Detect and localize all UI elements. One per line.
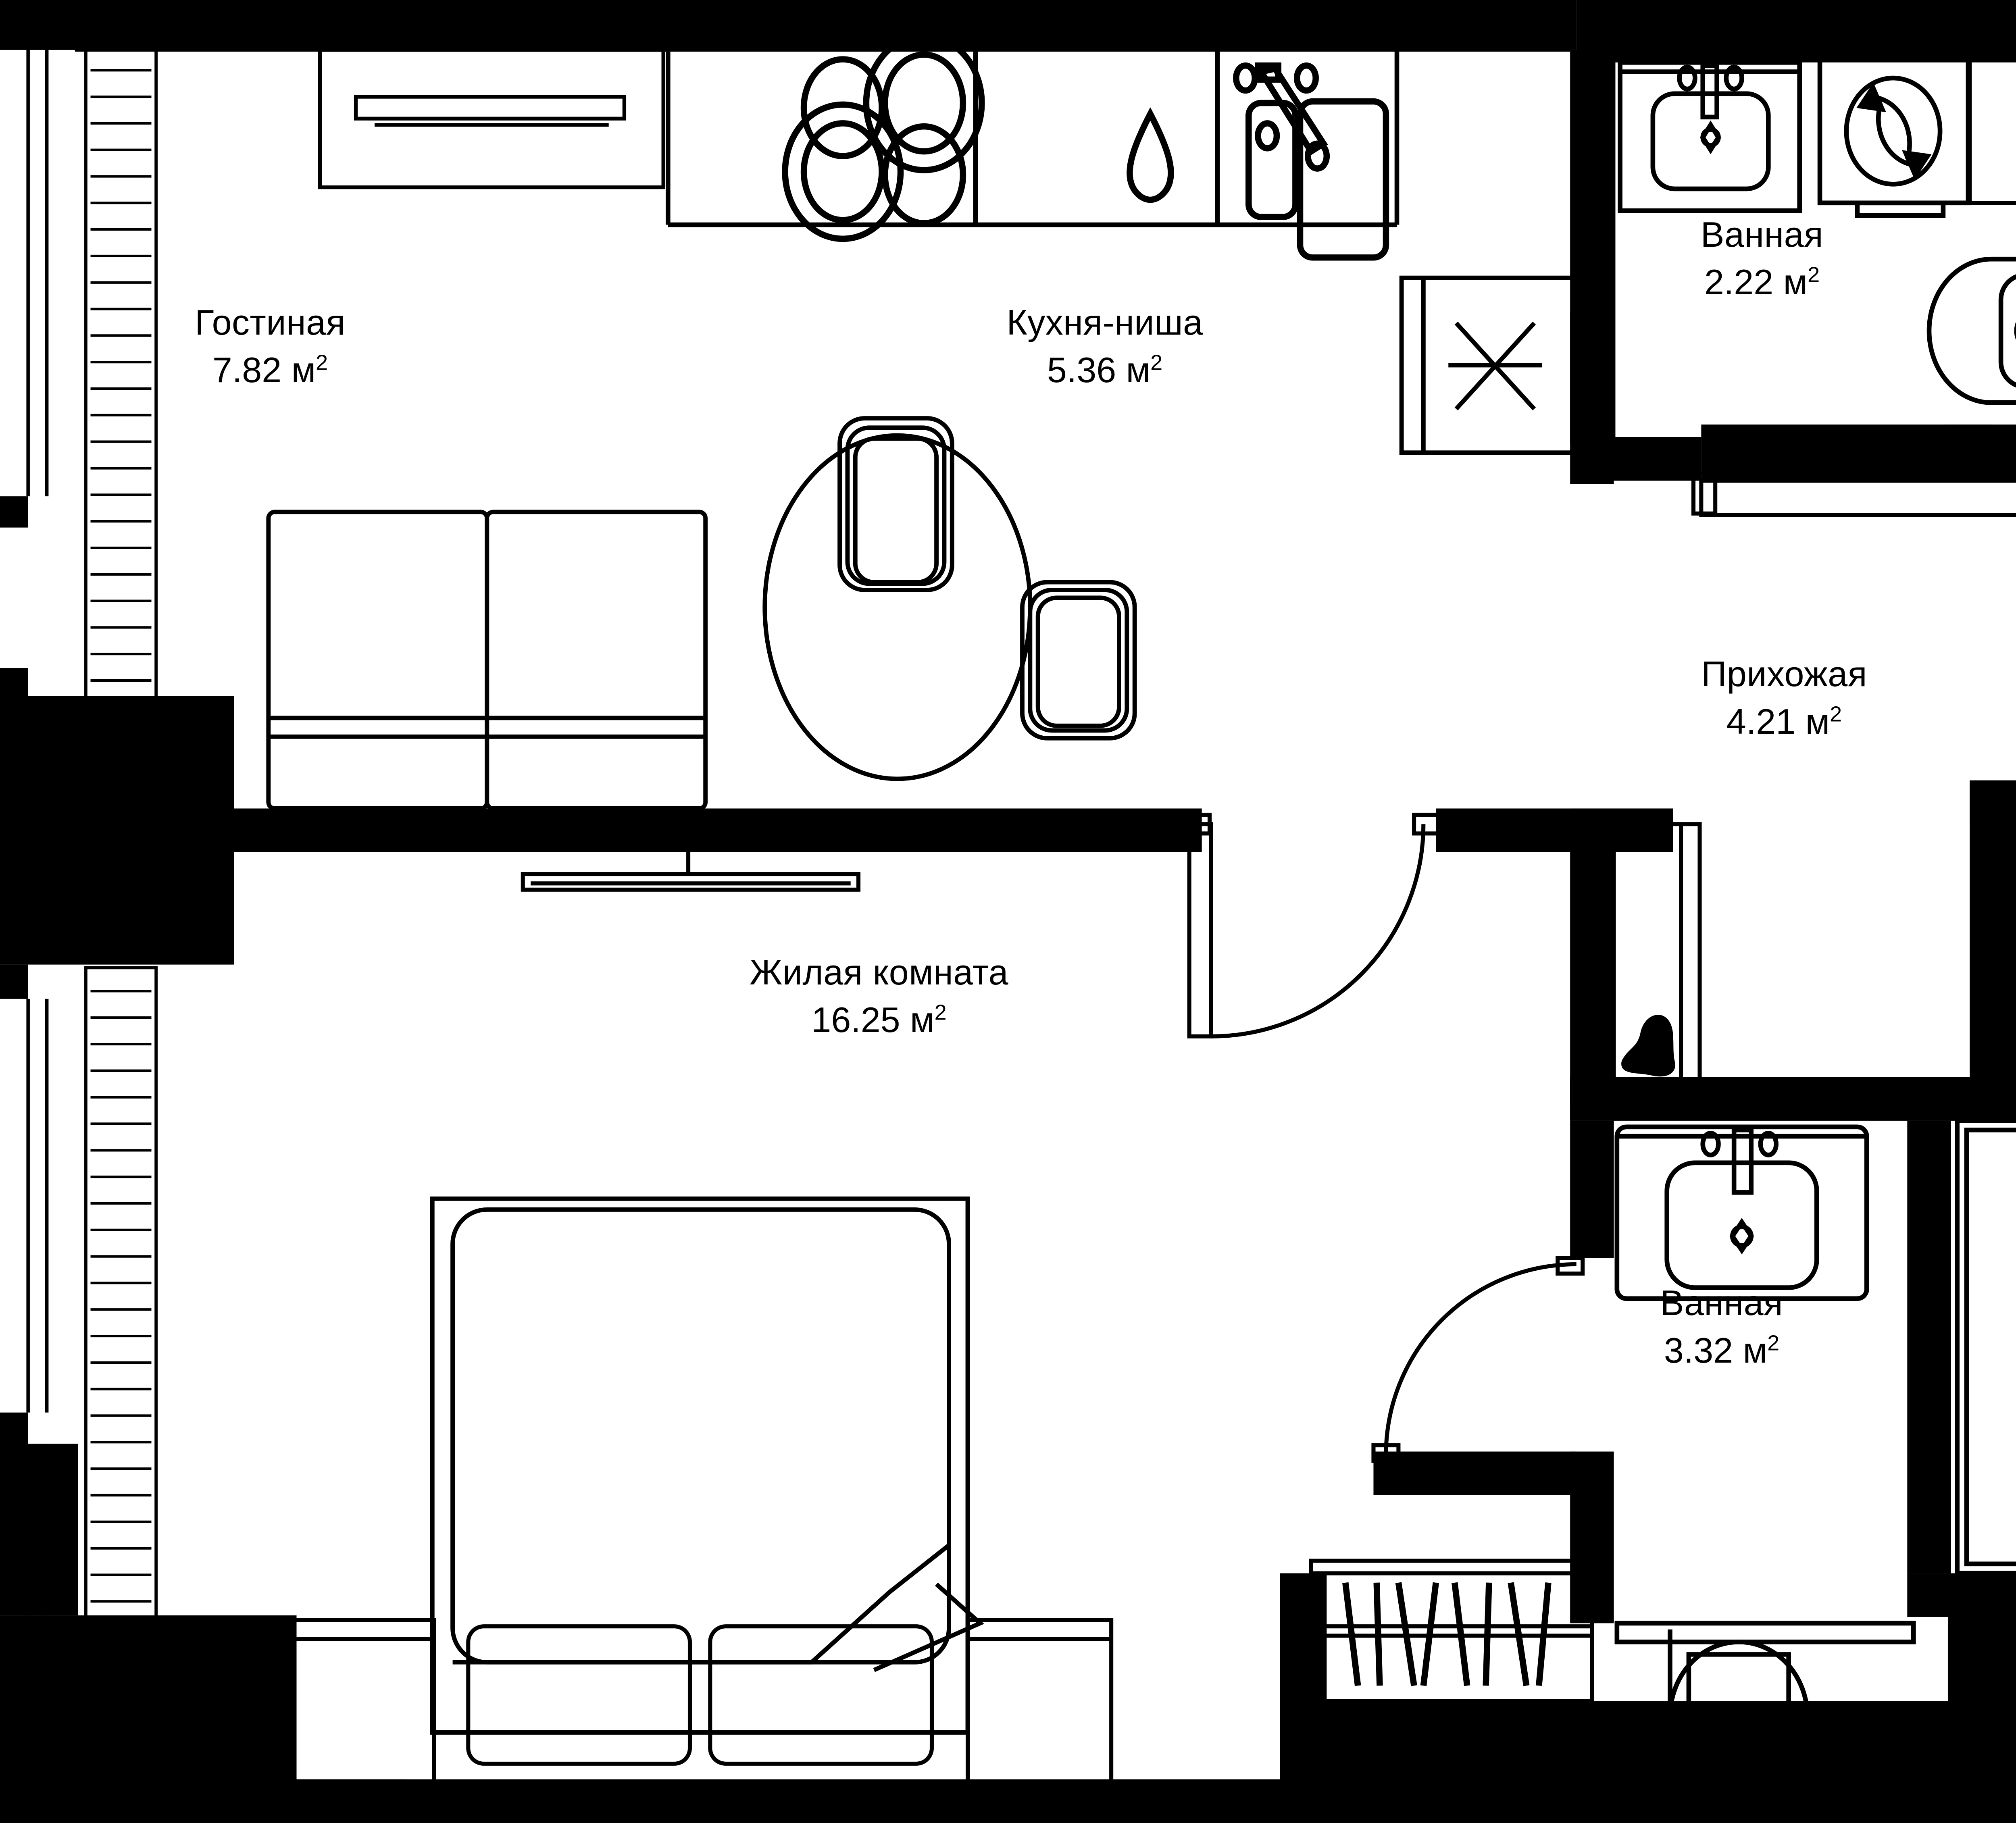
kitchen-sink-with-faucet — [1233, 62, 1389, 261]
round-dining-table — [762, 433, 1033, 781]
room-label-living: Гостиная 7.82 м2 — [0, 302, 540, 391]
wall-mounted-tv — [521, 852, 861, 892]
washbasin-with-faucet-bath2 — [1614, 1124, 1869, 1301]
dining-chair-right — [1020, 580, 1137, 741]
room-name-bedroom: Жилая комната — [749, 952, 1009, 992]
toilet-1 — [1926, 256, 2016, 405]
radiator-window-left-lower — [84, 966, 158, 1641]
radiator-window-left-upper — [84, 45, 158, 704]
room-area-bath2: 3.32 м2 — [1664, 1330, 1780, 1370]
room-name-hall: Прихожая — [1701, 654, 1867, 694]
bedroom-door-swing — [1179, 812, 1444, 1038]
door-bath1-swing — [1587, 224, 1607, 444]
wardrobe-with-hangers-bedroom — [1309, 1559, 1594, 1704]
room-label-bath2: Ванная 3.32 м2 — [1492, 1282, 1951, 1371]
two-seat-sofa — [266, 510, 708, 811]
dishwasher-waterdrop — [1127, 107, 1174, 203]
door-bath2-swing — [1371, 1256, 1607, 1616]
kitchen-counter — [665, 50, 1400, 227]
washbasin-with-faucet-bath1 — [1618, 60, 1802, 213]
room-name-bath2: Ванная — [1660, 1283, 1783, 1323]
thin-linework — [26, 47, 1570, 1616]
room-area-living: 7.82 м2 — [212, 350, 328, 390]
pillow-right — [708, 1624, 934, 1766]
bath1-counter — [1968, 57, 2016, 205]
room-label-bedroom: Жилая комната 16.25 м2 — [492, 951, 1266, 1041]
room-label-kitchen: Кухня-ниша 5.36 м2 — [871, 302, 1339, 391]
room-area-bath1: 2.22 м2 — [1704, 262, 1820, 302]
pillow-left — [466, 1624, 692, 1766]
double-bed — [430, 1196, 984, 1735]
wall-edges — [232, 50, 1616, 1077]
shower-cabin-with-head — [1955, 1118, 2016, 1576]
room-area-bedroom: 16.25 м2 — [811, 999, 947, 1040]
room-label-bath1: Ванная 2.22 м2 — [1524, 214, 2000, 303]
wardrobe-with-hangers-hall — [1989, 822, 2016, 1076]
toilet-2 — [1614, 1621, 1916, 1782]
kitchen-upper-cabinet — [318, 48, 665, 189]
nightstand-left — [288, 1618, 436, 1785]
room-name-bath1: Ванная — [1700, 214, 1824, 254]
room-area-kitchen: 5.36 м2 — [1047, 350, 1163, 390]
room-area-hall: 4.21 м2 — [1726, 701, 1842, 741]
washing-machine — [1817, 57, 1971, 218]
room-label-hall: Прихожая 4.21 м2 — [1544, 653, 2016, 743]
room-name-kitchen: Кухня-ниша — [1006, 302, 1203, 342]
dining-chair-top — [837, 416, 954, 592]
stove-cooktop-4-burner — [782, 33, 985, 242]
refrigerator — [1399, 275, 1576, 455]
coat-hook-niche — [1612, 822, 1702, 1110]
room-name-living: Гостиная — [195, 302, 346, 342]
nightstand-right — [965, 1618, 1114, 1785]
